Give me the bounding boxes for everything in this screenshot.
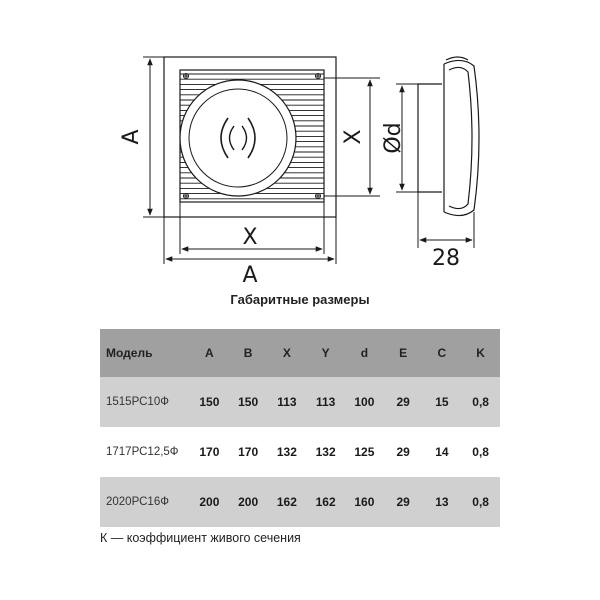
- side-view: [417, 56, 480, 217]
- table-row: 1515РС10Ф 150 150 113 113 100 29 15 0,8: [100, 377, 500, 427]
- value-cell: 13: [435, 495, 449, 509]
- column-header: K: [476, 346, 485, 360]
- grille-technical-drawing: A X X A Ød 28: [119, 56, 480, 288]
- column-header: B: [243, 346, 253, 360]
- fan-circle-inner: [188, 88, 288, 188]
- value-cell: 170: [238, 445, 259, 459]
- screw-marks: [183, 73, 321, 199]
- column-header: X: [282, 346, 291, 360]
- dimension-a-vertical: [143, 56, 164, 218]
- value-cell: 200: [199, 495, 220, 509]
- outer-frame: [163, 56, 337, 218]
- dimension-x-horizontal: [179, 202, 325, 254]
- value-cell: 162: [276, 495, 297, 509]
- value-cell: 113: [315, 395, 336, 409]
- value-cell: 0,8: [472, 445, 489, 459]
- value-cell: 0,8: [472, 495, 489, 509]
- footnote: К — коэффициент живого сечения: [100, 531, 301, 545]
- column-header: d: [360, 346, 369, 360]
- value-cell: 160: [354, 495, 375, 509]
- label-x-vertical: X: [341, 129, 366, 144]
- value-cell: 15: [435, 395, 449, 409]
- value-cell: 0,8: [472, 395, 489, 409]
- label-depth: 28: [432, 246, 460, 271]
- value-cell: 162: [315, 495, 336, 509]
- dimension-a-horizontal: [163, 217, 337, 264]
- duct-spigot: [417, 83, 442, 193]
- center-mark-right-outer: [247, 117, 256, 159]
- table-row: 1717РС12,5Ф 170 170 132 132 125 29 14 0,8: [100, 427, 500, 477]
- value-cell: 200: [238, 495, 259, 509]
- faceplate-outer: [443, 59, 480, 217]
- label-a-horizontal: A: [242, 263, 257, 288]
- center-mark-left-inner: [228, 125, 235, 151]
- value-cell: 170: [199, 445, 220, 459]
- column-header: Y: [321, 346, 330, 360]
- value-cell: 150: [199, 395, 220, 409]
- value-cell: 29: [396, 495, 410, 509]
- fan-circle: [179, 79, 297, 197]
- column-header: Модель: [106, 346, 153, 360]
- value-cell: 29: [396, 445, 410, 459]
- label-a-vertical: A: [119, 129, 144, 144]
- model-cell: 1717РС12,5Ф: [106, 446, 179, 458]
- value-cell: 14: [435, 445, 449, 459]
- value-cell: 113: [277, 395, 297, 409]
- value-cell: 132: [276, 445, 297, 459]
- center-mark-right-inner: [241, 125, 248, 151]
- front-view: [163, 56, 337, 218]
- column-header: C: [437, 346, 447, 360]
- column-header: A: [205, 346, 214, 360]
- value-cell: 132: [315, 445, 336, 459]
- value-cell: 100: [354, 395, 375, 409]
- faceplate-rim: [445, 56, 469, 61]
- label-diameter: Ød: [381, 122, 406, 153]
- dimensions-caption: Габаритные размеры: [230, 292, 370, 307]
- dimension-x-vertical: [324, 77, 380, 197]
- value-cell: 150: [238, 395, 259, 409]
- label-x-horizontal: X: [242, 225, 257, 250]
- center-mark-left-outer: [220, 117, 229, 159]
- faceplate-inner: [448, 66, 473, 210]
- value-cell: 125: [354, 445, 375, 459]
- model-cell: 1515РС10Ф: [106, 396, 169, 408]
- dimension-diameter: [396, 83, 418, 193]
- table-row: 2020РС16Ф 200 200 162 162 160 29 13 0,8: [100, 477, 500, 527]
- dimension-depth: [417, 192, 475, 248]
- value-cell: 29: [396, 395, 410, 409]
- model-cell: 2020РС16Ф: [106, 496, 169, 508]
- column-header: E: [399, 346, 408, 360]
